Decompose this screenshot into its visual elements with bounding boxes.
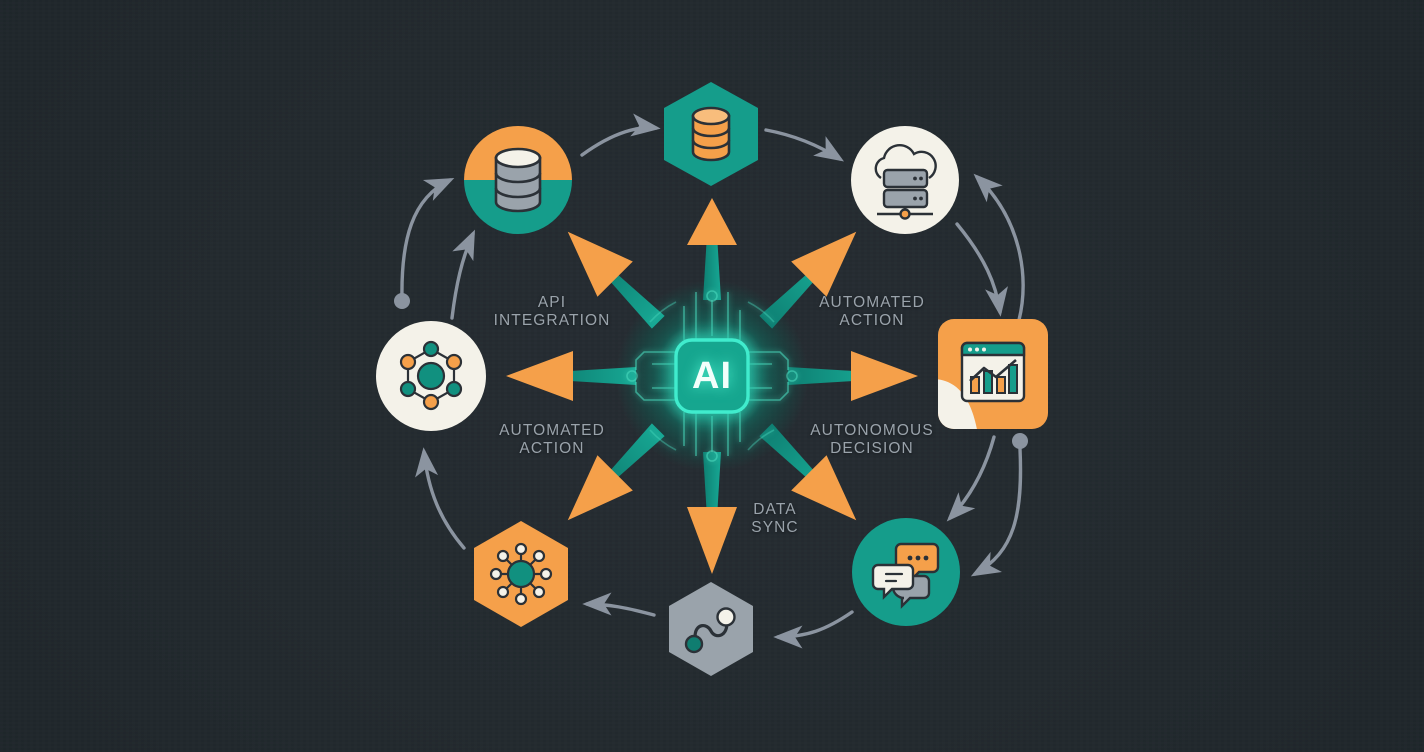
node-analytics-dashboard[interactable] (938, 319, 1048, 429)
hex-network-icon (399, 340, 463, 411)
cloud-server-graphic (851, 126, 959, 234)
database-stack-icon (691, 106, 731, 162)
radial-nodes-icon (489, 542, 553, 606)
spoke-down-right (759, 231, 857, 329)
arc-chat-to-workflow (773, 610, 854, 649)
arc-dashboard-to-cloud (973, 173, 1025, 322)
spoke-right (788, 351, 918, 401)
data-warehouse-graphic (664, 82, 758, 186)
node-data-warehouse[interactable] (655, 78, 767, 190)
node-network-distribution[interactable] (467, 518, 575, 630)
spoke-down-left (567, 231, 665, 329)
network-graph-graphic (376, 321, 486, 431)
database-store-graphic (464, 126, 572, 234)
arc-graph-to-db (450, 229, 475, 320)
node-chat-messaging[interactable] (852, 518, 960, 626)
cloud-server-icon (874, 143, 937, 220)
workflow-sync-graphic (669, 582, 753, 676)
spoke-group (506, 198, 918, 574)
arc-workflow-to-network (582, 592, 656, 617)
ring-arrow-group (415, 113, 1025, 649)
arc-warehouse-to-cloud (764, 128, 845, 162)
spoke-up (687, 198, 737, 300)
arc-dot-to-chat (970, 447, 1023, 577)
network-distribution-graphic (474, 521, 568, 627)
database-cylinder-icon (494, 147, 542, 213)
chat-messaging-graphic (852, 518, 960, 626)
arc-db-to-warehouse (580, 113, 661, 157)
workflow-curve-icon (684, 607, 736, 654)
marker-dot-arrow-group (400, 177, 1023, 577)
chart-window-icon (960, 341, 1026, 403)
spoke-down (687, 452, 737, 574)
node-database-store[interactable] (464, 126, 572, 234)
arc-dot-to-db (400, 177, 455, 301)
marker-dot-right (1012, 433, 1028, 449)
spoke-left (506, 351, 636, 401)
arc-dashboard-to-chat (946, 435, 996, 522)
arc-network-to-graph (415, 447, 466, 550)
node-workflow-sync[interactable] (663, 579, 759, 679)
spoke-up-right (759, 423, 857, 521)
arc-cloud-to-dashboard (955, 222, 1008, 317)
analytics-dashboard-graphic (938, 319, 1048, 429)
spoke-up-left (567, 423, 665, 521)
chat-bubbles-icon (871, 542, 940, 609)
ai-chip (654, 318, 770, 434)
node-cloud-server[interactable] (851, 126, 959, 234)
node-network-graph[interactable] (376, 321, 486, 431)
marker-dot-left (394, 293, 410, 309)
ai-core-label: AI (692, 354, 732, 397)
